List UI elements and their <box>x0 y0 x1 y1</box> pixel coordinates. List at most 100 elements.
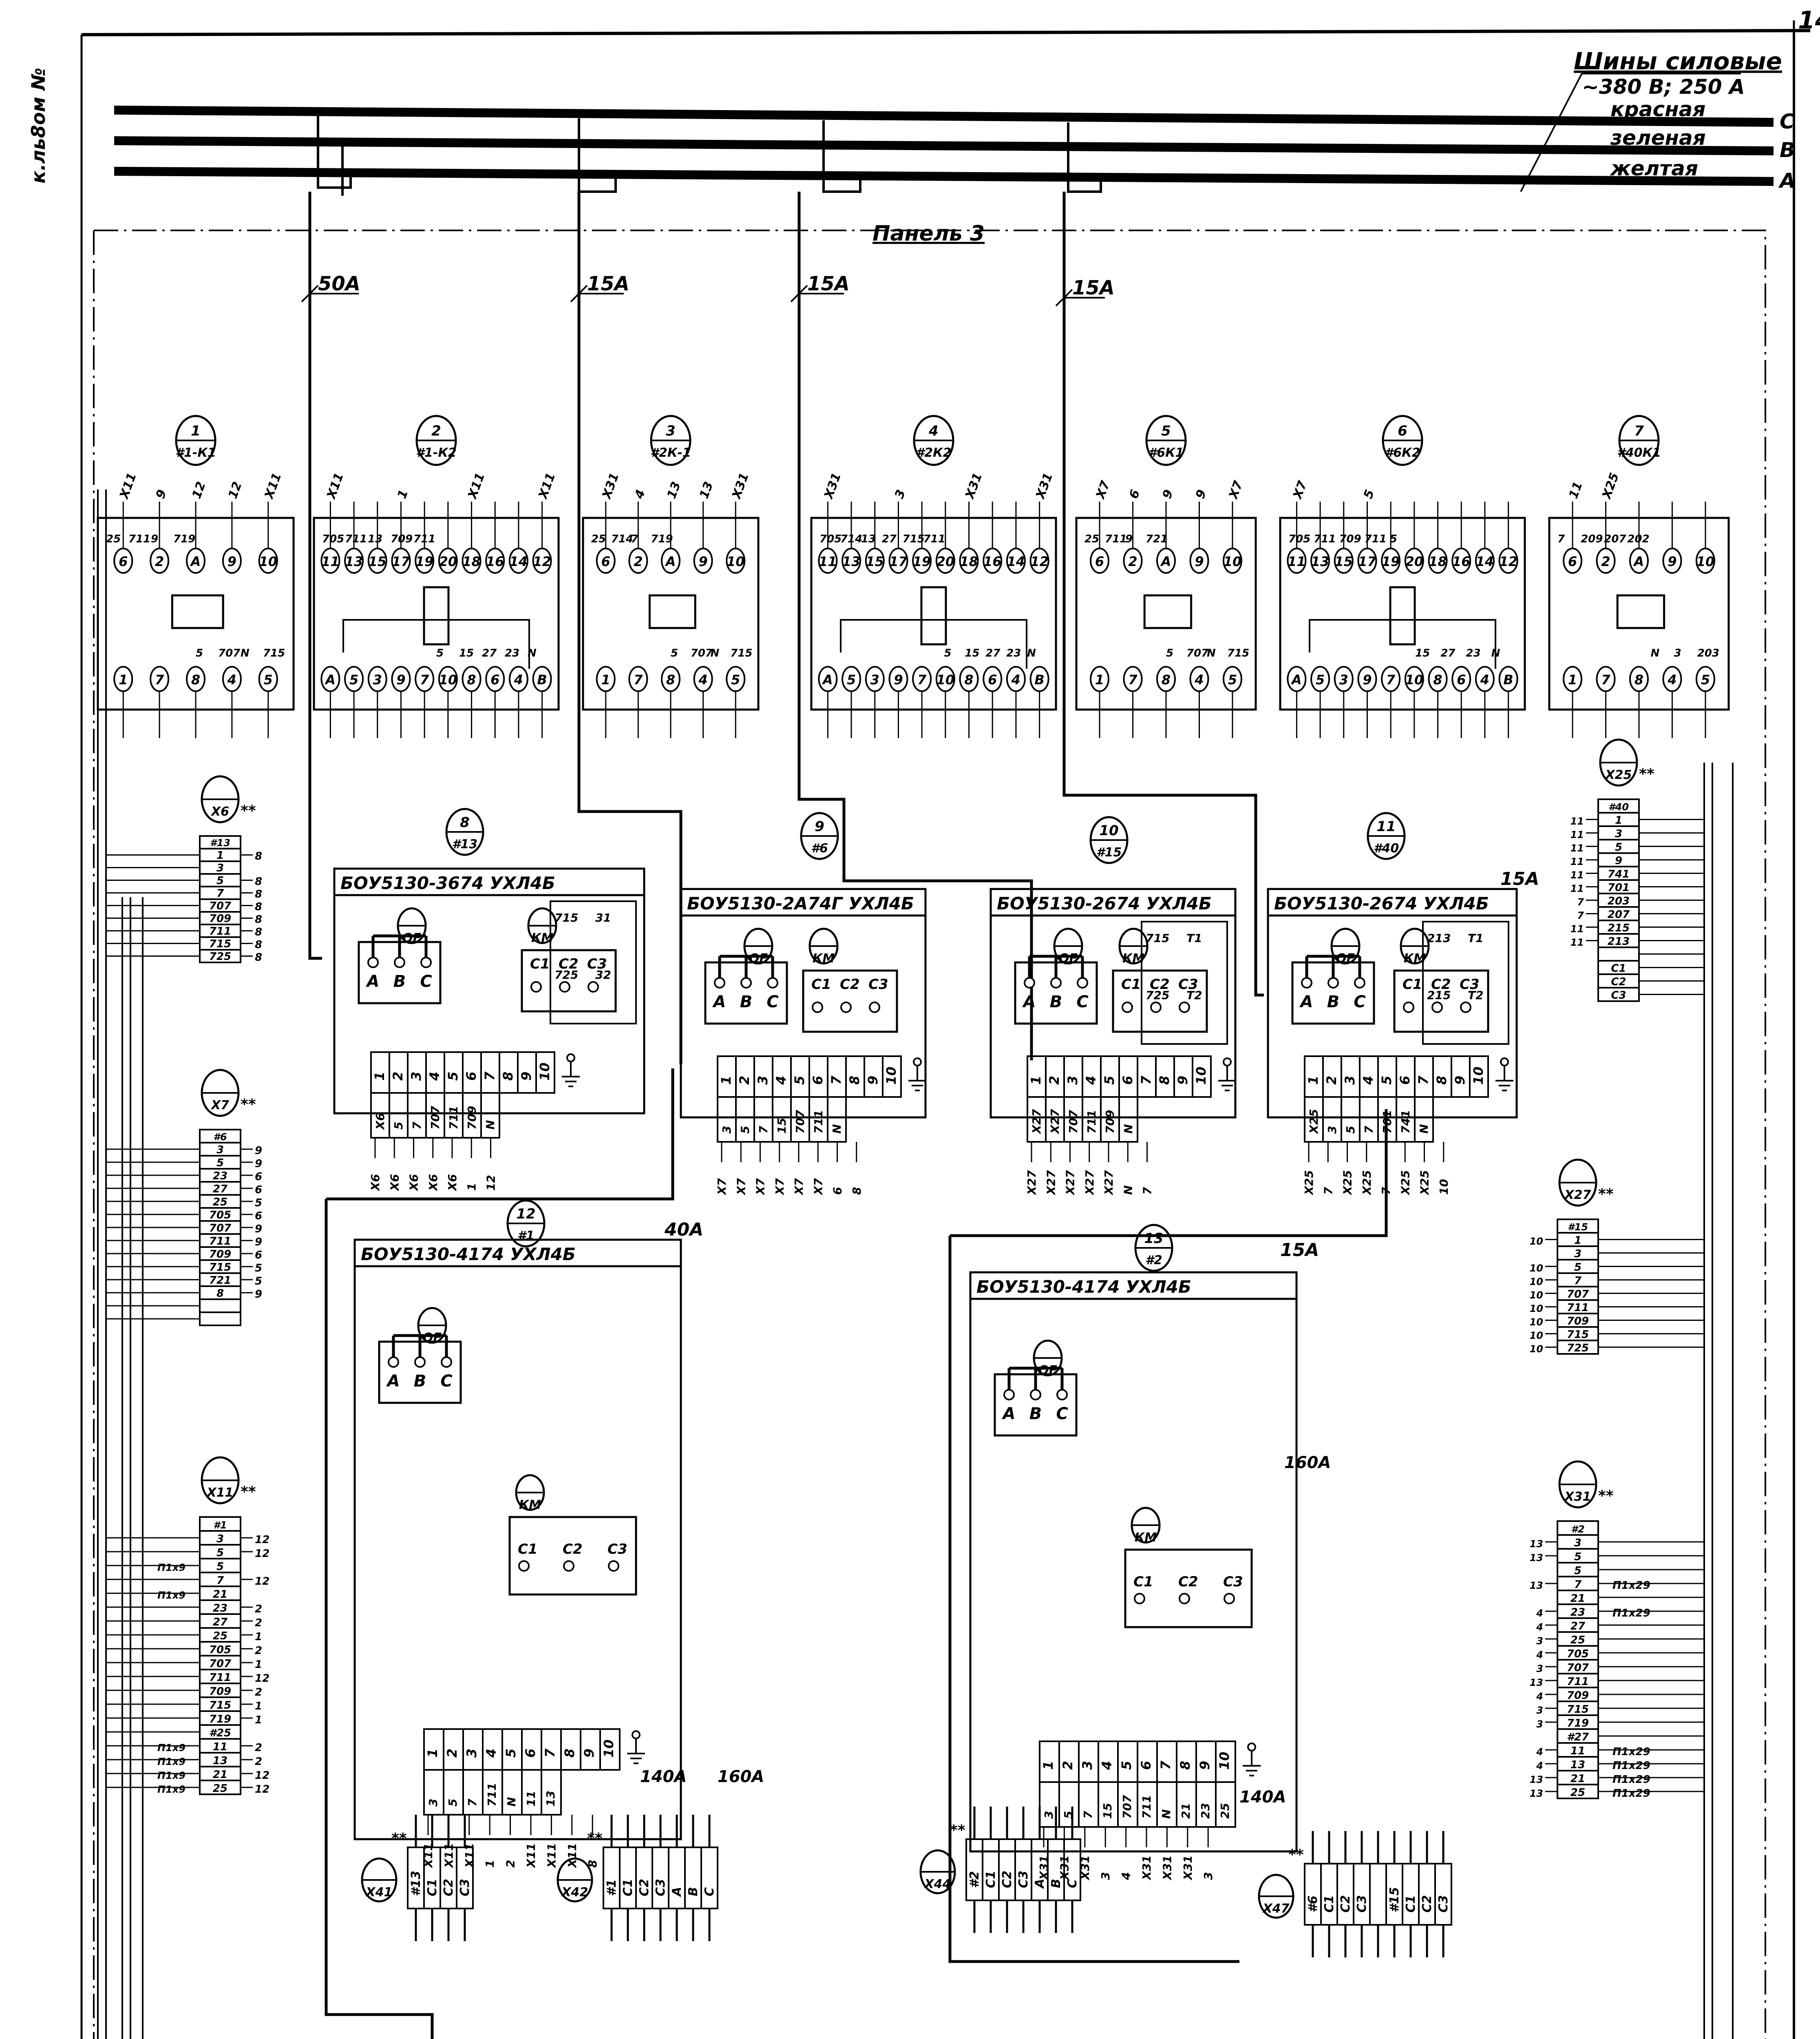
terminal-row-label: 7 <box>216 1575 224 1587</box>
terminal-row-destination: 8 <box>255 876 262 888</box>
terminal-row-label: 21 <box>1570 1773 1585 1785</box>
terminal-row-source: 11 <box>1570 869 1584 881</box>
relay-pin-label: 15 <box>369 554 387 569</box>
relay-body <box>313 517 560 711</box>
ground-icon <box>1218 1064 1236 1091</box>
relay-pin-label: 19 <box>1382 554 1400 569</box>
terminal-row-destination: 8 <box>255 888 262 900</box>
relay-wire-label: Х25 <box>1599 471 1622 502</box>
terminal-row-source: 13 <box>1530 1677 1543 1688</box>
relay-pin-label: 17 <box>392 554 410 569</box>
power-terminal <box>1434 1863 1452 1926</box>
power-block-rating: 140А <box>640 1767 687 1786</box>
relay-pin-label: 8 <box>964 672 973 688</box>
wire-destination: 3 <box>1202 1872 1215 1880</box>
power-block-Х47-code: Х47 <box>1262 1902 1290 1916</box>
phase-label: B <box>740 993 753 1011</box>
terminal-row-source: 7 <box>1577 896 1584 908</box>
terminal-row-label: 3 <box>216 1533 224 1545</box>
terminal-row-label: 707 <box>1567 1662 1589 1674</box>
terminal-row-label: 725 <box>209 951 231 963</box>
unit-9-qf-code: QF <box>749 951 768 966</box>
terminal-number: 3 <box>755 1076 771 1085</box>
relay-wire-mark: 27 <box>482 647 497 659</box>
wire-mark: 741 <box>1399 1110 1412 1134</box>
terminal-row-label: 707 <box>209 900 232 912</box>
contact-terminal <box>1403 1002 1414 1013</box>
power-terminal <box>1336 1863 1354 1926</box>
terminal-row-label: 711 <box>209 1672 231 1684</box>
wire-mark: 25 <box>1218 1803 1232 1819</box>
terminal-row-destination: 2 <box>255 1645 262 1657</box>
contact-label: С2 <box>840 976 860 993</box>
power-terminal <box>700 1847 718 1909</box>
contactor-km <box>1393 969 1489 1033</box>
relay-wire-label: Х7 <box>1226 479 1246 501</box>
relay-pin-label: 16 <box>486 554 504 569</box>
terminal-row-label: 719 <box>1567 1717 1589 1729</box>
terminal-row-destination: 12 <box>255 1575 269 1588</box>
terminal-cell <box>882 1055 902 1098</box>
terminal-number: 8 <box>562 1749 577 1758</box>
panel-label: Панель 3 <box>872 221 985 246</box>
terminal-row-source: П1х9 <box>157 1784 186 1795</box>
relay-7-pos: 7 <box>1634 423 1644 439</box>
power-terminal-label: С1 <box>1322 1895 1336 1913</box>
relay-wire-mark: 15 <box>1415 647 1430 659</box>
terminal-row-source: 4 <box>1536 1649 1543 1661</box>
terminal-row-source: 10 <box>1530 1289 1543 1301</box>
relay-wire-label: 9 <box>153 488 170 501</box>
phase-label: C <box>1354 993 1365 1011</box>
phase-terminal <box>1024 977 1035 989</box>
relay-7-code: #40К1 <box>1617 446 1661 460</box>
power-terminal-label: С3 <box>1016 1871 1031 1888</box>
relay-pin-label: 8 <box>666 672 675 688</box>
relay-pin-label: 3 <box>373 672 382 688</box>
wire-mark: 7 <box>410 1121 424 1130</box>
terminal-row-source: 13 <box>1530 1774 1543 1785</box>
power-terminal-label: A <box>1033 1879 1047 1889</box>
relay-pin-label: 5 <box>731 672 740 688</box>
terminal-row-source: 10 <box>1530 1330 1543 1341</box>
wire-mark: Х27 <box>1048 1109 1062 1134</box>
terminal-row-destination: 2 <box>255 1756 262 1768</box>
relay-wire-mark: 715 <box>1227 647 1249 659</box>
terminal-block-Х7-code: Х7 <box>210 1098 229 1112</box>
relay-wire-label: 3 <box>892 488 908 501</box>
power-block-Х42-code: Х42 <box>561 1885 588 1900</box>
terminal-row-source: 10 <box>1530 1236 1543 1247</box>
terminal-row-label: 7 <box>1574 1579 1582 1591</box>
relay-wire-label: Х7 <box>1290 479 1310 501</box>
wire-destination: 7 <box>1141 1187 1154 1195</box>
relay-wire-mark: 705 <box>322 533 344 545</box>
terminal-row-destination: 8 <box>255 901 262 913</box>
terminal-row-label: 709 <box>1567 1315 1589 1327</box>
extra-block-mark: ** <box>1288 1847 1304 1863</box>
terminal-row-source: 11 <box>1570 883 1584 894</box>
relay-wire-label: 9 <box>1193 488 1209 501</box>
power-terminal-label: С3 <box>1355 1895 1369 1913</box>
relay-3-code: #2К-1 <box>650 446 691 460</box>
wire-mark: 7 <box>466 1798 479 1807</box>
extra-block-mark: ** <box>1639 766 1654 783</box>
terminal-row-label: 7 <box>216 887 224 900</box>
terminal-row-label: 5 <box>216 1561 224 1573</box>
relay-pin-label: 13 <box>345 554 363 569</box>
terminal-row-source: 11 <box>1570 937 1584 948</box>
control-unit-13-code: #2 <box>1145 1253 1162 1267</box>
ground-icon <box>562 1060 580 1087</box>
relay-pin-label: 9 <box>698 554 707 569</box>
relay-wire-mark: 203 <box>1697 647 1719 659</box>
wire-mark: 5 <box>392 1122 405 1130</box>
relay-coil <box>423 586 450 646</box>
wire-destination: Х6 <box>446 1174 459 1192</box>
wire-destination: 8 <box>586 1860 599 1868</box>
contact-label: С2 <box>1178 1574 1198 1590</box>
terminal-row-source: П1х9 <box>157 1756 186 1767</box>
relay-pin-label: A <box>190 554 201 569</box>
terminal-row-source: 3 <box>1536 1635 1543 1647</box>
terminal-row-source: 4 <box>1536 1608 1543 1619</box>
